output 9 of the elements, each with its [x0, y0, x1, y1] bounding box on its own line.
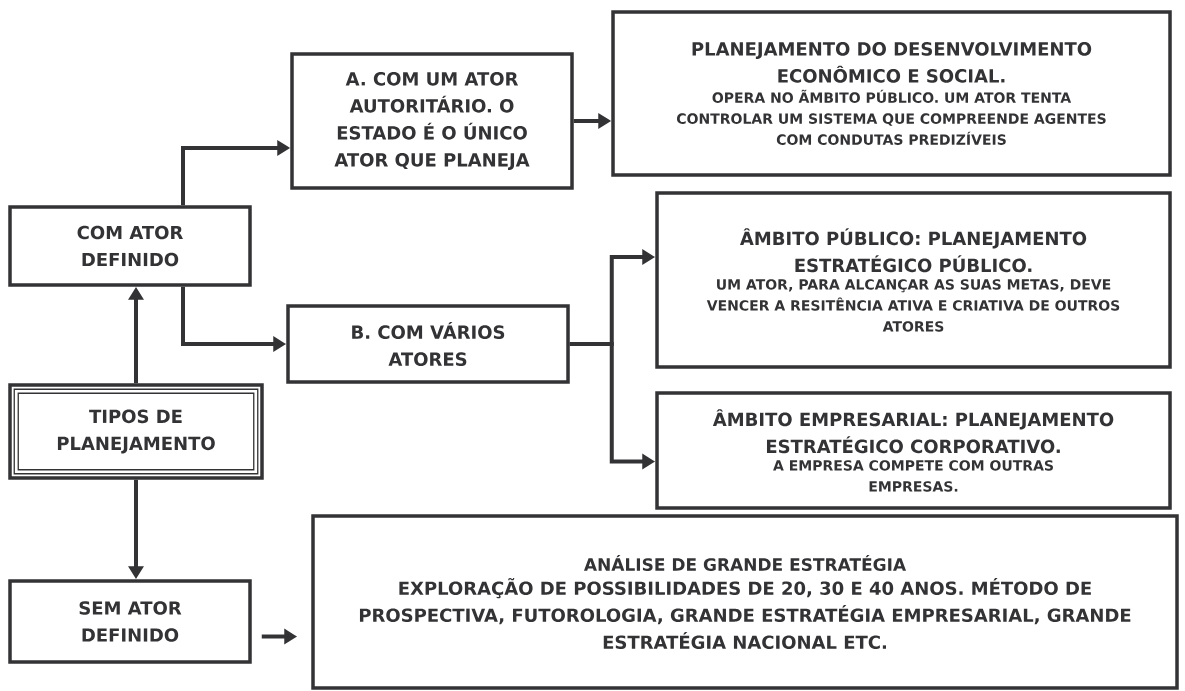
- process-box: ÂMBITO EMPRESARIAL: PLANEJAMENTO ESTRATÉGICO CORPORATIVO. A EMPRESA COMPETE COM OUTRAS EMPRESAS.: [655, 391, 1172, 510]
- process-box: TIPOS DE PLANEJAMENTO: [8, 383, 264, 480]
- process-box: COM ATOR DEFINIDO: [8, 205, 252, 287]
- process-box: ANÁLISE DE GRANDE ESTRATÉGIA EXPLORAÇÃO DE POSSIBILIDADES DE 20, 30 E 40 ANOS. MÉTODO DE PROSPECTIVA, FUTOROLOGIA, GRANDE ESTRATÉGIA EMPRESARIAL, GRANDE ESTRATÉGIA NACIONAL ETC.: [311, 514, 1179, 690]
- process-box: ÂMBITO PÚBLICO: PLANEJAMENTO ESTRATÉGICO PÚBLICO. UM ATOR, PARA ALCANÇAR AS SUAS METAS, DEVE VENCER A RESITÊNCIA ATIVA E CRIATIVA DE OUTROS ATORES: [655, 191, 1172, 369]
- process-box: PLANEJAMENTO DO DESENVOLVIMENTO ECONÔMICO E SOCIAL. OPERA NO ÃMBITO PÚBLICO. UM ATOR TENTA CONTROLAR UM SISTEMA QUE COMPREENDE AGENTES COM CONDUTAS PREDIZÍVEIS: [611, 10, 1172, 177]
- process-box: A. COM UM ATOR AUTORITÁRIO. O ESTADO É O ÚNICO ATOR QUE PLANEJA: [290, 52, 574, 190]
- process-box: SEM ATOR DEFINIDO: [8, 579, 252, 664]
- process-box: B. COM VÁRIOS ATORES: [286, 304, 570, 384]
